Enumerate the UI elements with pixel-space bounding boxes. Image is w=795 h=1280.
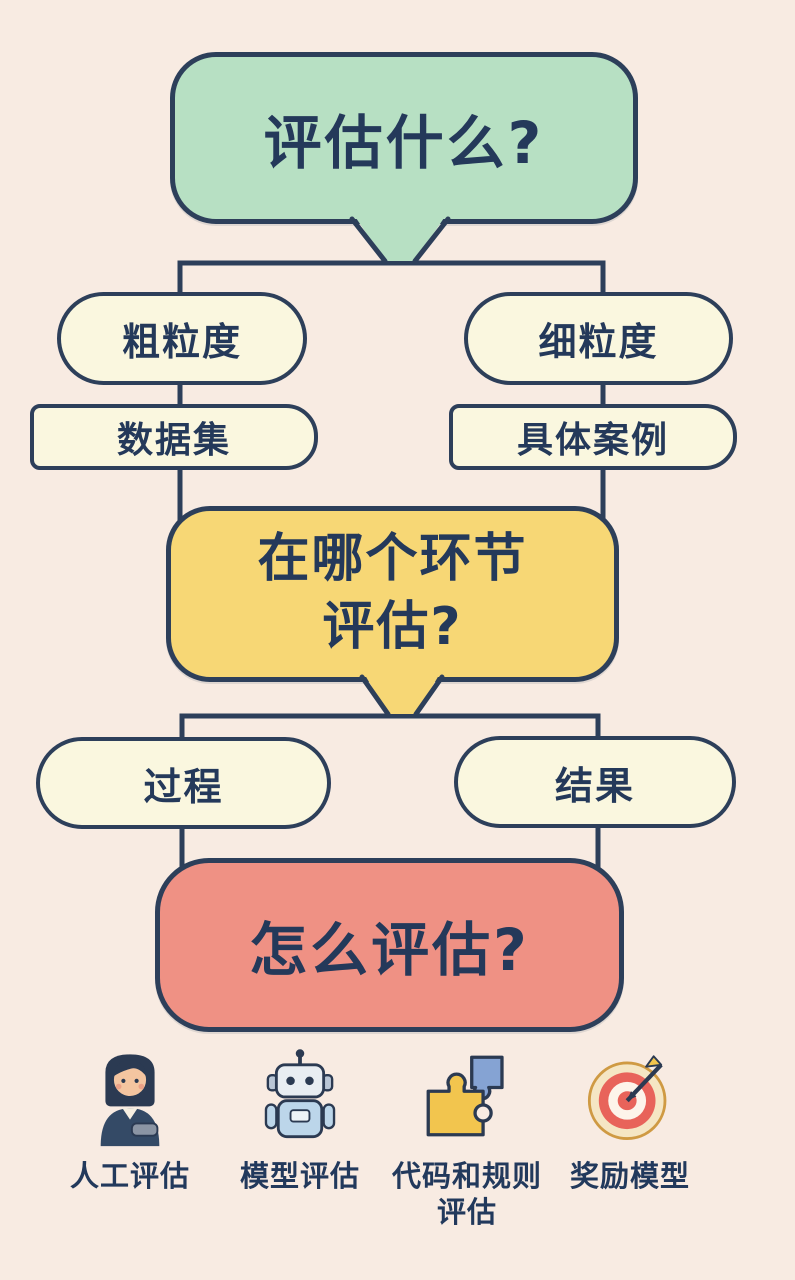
node-fine-label: 细粒度 <box>538 320 659 364</box>
method-human-evaluation-label: 人工评估 <box>69 1159 190 1193</box>
method-reward-model-label: 奖励模型 <box>569 1159 690 1193</box>
node-dataset: 数据集 <box>30 404 318 470</box>
node-stage-line1: 在哪个环节 <box>257 529 528 590</box>
method-code-rule-evaluation: 代码和规则评估 <box>377 1044 557 1231</box>
node-result-label: 结果 <box>554 763 635 808</box>
method-model-evaluation-label: 模型评估 <box>239 1159 360 1193</box>
node-what-to-evaluate: 评估什么? <box>170 52 638 224</box>
node-stage-line2: 评估? <box>322 597 463 657</box>
evaluation-methods-row: 人工评估 模型评估 代码 <box>0 1036 795 1280</box>
method-code-rule-evaluation-label: 代码和规则评估 <box>391 1159 542 1230</box>
node-process-label: 过程 <box>143 764 224 809</box>
robot-icon <box>264 1049 336 1139</box>
dartboard-arrow-icon <box>587 1055 667 1140</box>
node-how-to-evaluate: 怎么评估? <box>155 858 624 1032</box>
method-reward-model: 奖励模型 <box>540 1044 720 1194</box>
node-fine-grained: 细粒度 <box>464 292 733 385</box>
node-case-label: 具体案例 <box>516 420 669 461</box>
puzzle-pieces-icon <box>426 1055 504 1137</box>
method-model-evaluation: 模型评估 <box>210 1044 390 1194</box>
woman-evaluator-icon <box>100 1054 160 1147</box>
node-which-stage: 在哪个环节 评估? <box>166 506 619 682</box>
node-coarse-grained: 粗粒度 <box>57 292 307 385</box>
node-result: 结果 <box>454 736 736 828</box>
node-process: 过程 <box>36 737 331 829</box>
node-how-label: 怎么评估? <box>249 916 530 984</box>
node-stage-label: 在哪个环节 评估? <box>257 526 527 661</box>
node-coarse-label: 粗粒度 <box>121 320 242 364</box>
node-specific-case: 具体案例 <box>449 404 737 470</box>
node-dataset-label: 数据集 <box>116 420 231 461</box>
node-what-label: 评估什么? <box>263 109 545 177</box>
method-human-evaluation: 人工评估 <box>40 1044 220 1194</box>
